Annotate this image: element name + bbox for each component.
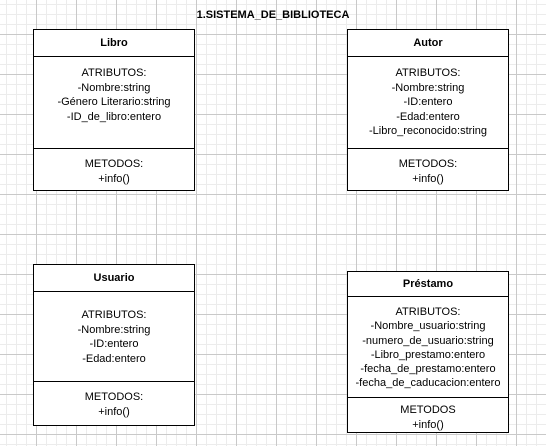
attributes-label: ATRIBUTOS: <box>81 67 147 79</box>
attribute: -ID:entero <box>89 338 139 350</box>
attributes-label: ATRIBUTOS: <box>395 306 461 318</box>
attribute: -ID_de_libro:entero <box>66 110 162 123</box>
class-name: Libro <box>34 30 194 57</box>
method: +info() <box>98 172 130 185</box>
class-box-usuario[interactable]: Usuario ATRIBUTOS: -Nombre:string -ID:en… <box>33 264 195 426</box>
attribute: -Edad:entero <box>82 352 146 365</box>
methods-section: METODOS: +info() <box>34 382 194 419</box>
class-box-libro[interactable]: Libro ATRIBUTOS: -Nombre:string -Género … <box>33 29 195 191</box>
attribute: -fecha_de_caducacion:entero <box>355 377 501 390</box>
attributes-section: ATRIBUTOS: -Nombre:string -ID:entero -Ed… <box>348 57 508 149</box>
class-name: Usuario <box>34 265 194 292</box>
attributes-section: ATRIBUTOS: -Nombre_usuario:string -numer… <box>348 297 508 398</box>
methods-section: METODOS +info() <box>348 398 508 432</box>
attribute: -Nombre_usuario:string <box>370 320 486 333</box>
class-box-prestamo[interactable]: Préstamo ATRIBUTOS: -Nombre_usuario:stri… <box>347 271 509 433</box>
methods-label: METODOS: <box>84 391 144 403</box>
diagram-title: 1.SISTEMA_DE_BIBLIOTECA <box>196 9 350 21</box>
attribute: -Nombre:string <box>77 323 151 336</box>
methods-label: METODOS: <box>84 158 144 170</box>
class-box-autor[interactable]: Autor ATRIBUTOS: -Nombre:string -ID:ente… <box>347 29 509 191</box>
attribute: -Nombre:string <box>391 81 465 94</box>
class-name: Autor <box>348 30 508 57</box>
attribute: -Libro_reconocido:string <box>368 125 487 137</box>
attributes-label: ATRIBUTOS: <box>81 309 147 321</box>
methods-label: METODOS: <box>398 158 458 170</box>
methods-label: METODOS <box>400 404 456 416</box>
attributes-section: ATRIBUTOS: -Nombre:string -ID:entero -Ed… <box>34 292 194 382</box>
attributes-label: ATRIBUTOS: <box>395 67 461 79</box>
attributes-section: ATRIBUTOS: -Nombre:string -Género Litera… <box>34 57 194 149</box>
attribute: -ID:entero <box>403 96 453 108</box>
methods-section: METODOS: +info() <box>348 149 508 186</box>
method: +info() <box>412 172 444 185</box>
attribute: -Libro_prestamo:entero <box>370 348 486 361</box>
class-name: Préstamo <box>348 272 508 297</box>
method: +info() <box>412 418 444 431</box>
attribute: -Nombre:string <box>77 81 151 94</box>
attribute: -Género Literario:string <box>57 96 171 108</box>
attribute: -numero_de_usuario:string <box>362 334 494 347</box>
methods-section: METODOS: +info() <box>34 149 194 186</box>
attribute: -fecha_de_prestamo:entero <box>360 363 496 376</box>
attribute: -Edad:entero <box>396 110 460 123</box>
method: +info() <box>98 405 130 418</box>
